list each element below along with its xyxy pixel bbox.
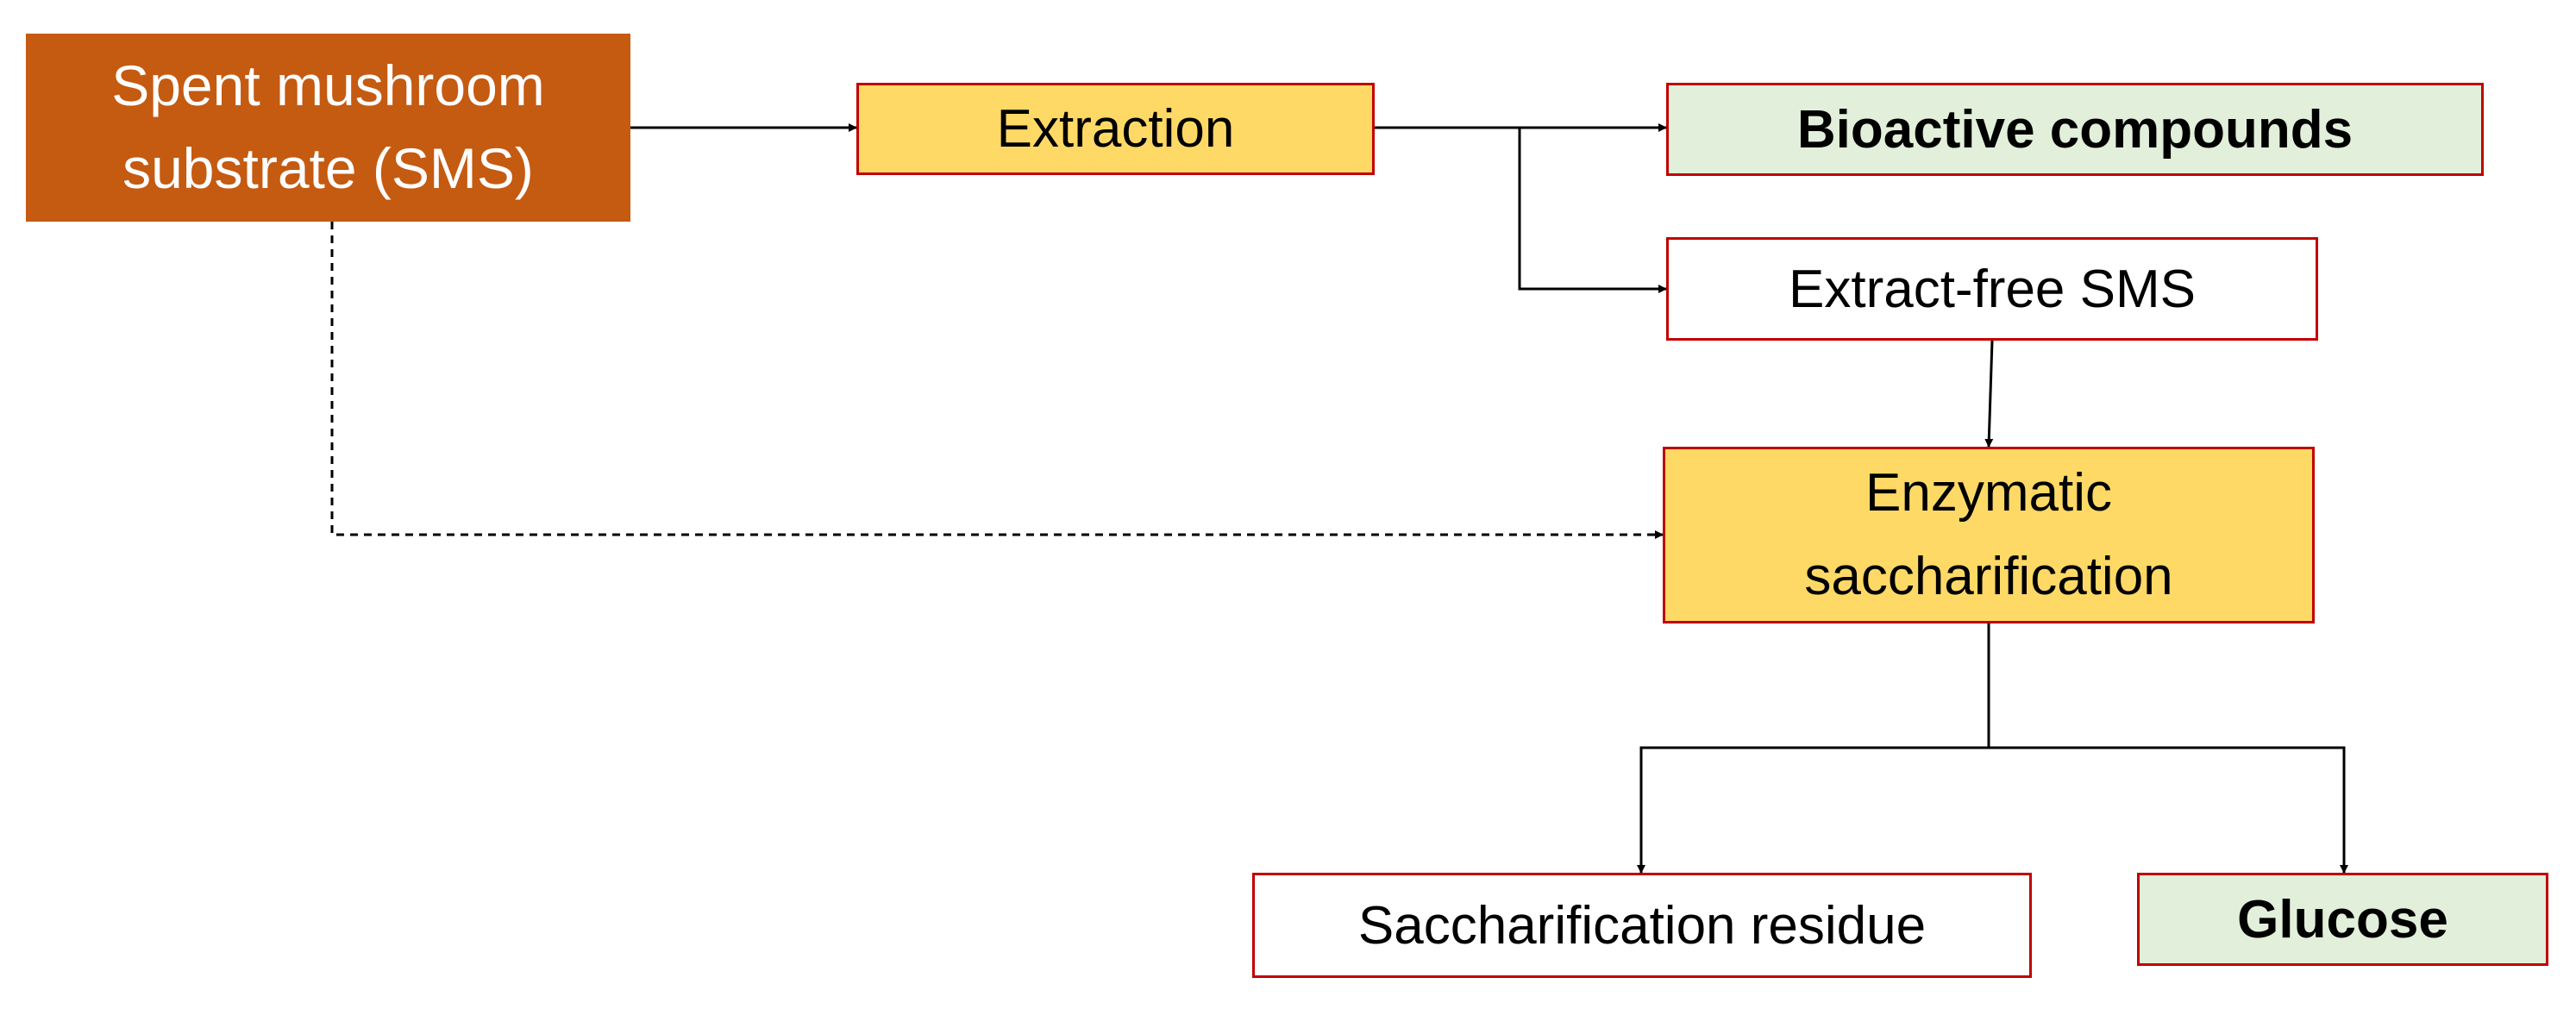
- arrow-extraction-to-extract-free: [1518, 128, 1667, 293]
- arrow-extract-free-to-saccharification: [1984, 340, 1994, 448]
- node-extract-free-label: Extract-free SMS: [1789, 259, 2196, 319]
- node-extraction: Extraction: [856, 83, 1375, 175]
- node-glucose-label: Glucose: [2237, 889, 2448, 949]
- arrow-to-residue: [1637, 746, 1989, 874]
- node-residue-label: Saccharification residue: [1357, 895, 1927, 956]
- arrow-to-glucose: [1989, 746, 2348, 874]
- node-bioactive-compounds: Bioactive compounds: [1666, 83, 2484, 176]
- node-saccharification-line1: Enzymatic: [1865, 463, 2112, 523]
- node-saccharification-line2: saccharification: [1804, 546, 2173, 606]
- node-bioactive-label: Bioactive compounds: [1796, 99, 2353, 160]
- node-spent-mushroom-substrate: Spent mushroom substrate (SMS): [26, 34, 630, 222]
- node-sms-line2: substrate (SMS): [122, 136, 534, 200]
- node-glucose: Glucose: [2137, 873, 2548, 966]
- dashed-arrow-sms-to-saccharification: [330, 222, 1664, 539]
- node-sms-line1: Spent mushroom: [111, 53, 545, 118]
- node-extraction-label: Extraction: [996, 99, 1235, 159]
- node-enzymatic-saccharification: Enzymatic saccharification: [1663, 447, 2315, 624]
- node-extract-free-sms: Extract-free SMS: [1666, 237, 2318, 341]
- node-saccharification-residue: Saccharification residue: [1252, 873, 2032, 978]
